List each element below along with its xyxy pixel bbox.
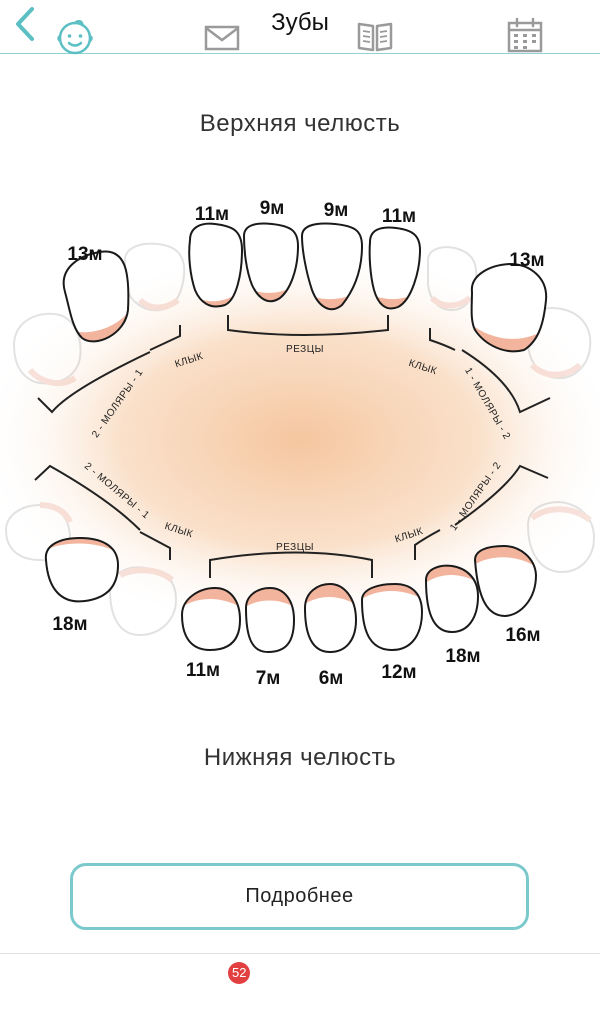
upper-age-6: 13м [509, 250, 544, 271]
lower-tooth-1[interactable] [40, 530, 122, 603]
upper-teeth [55, 222, 548, 355]
lower-age-2: 11м [186, 660, 220, 681]
upper-tooth-1[interactable] [55, 250, 135, 355]
upper-group-incisors: РЕЗЦЫ [286, 344, 324, 355]
upper-age-4: 9м [324, 200, 349, 221]
lower-age-4: 6м [319, 668, 344, 689]
lower-tooth-5[interactable] [360, 575, 424, 652]
upper-jaw-title: Верхняя челюсть [199, 110, 401, 137]
calendar-icon [507, 17, 543, 53]
upper-brackets [37, 315, 551, 414]
tab-baby[interactable] [50, 12, 100, 60]
upper-age-1: 13м [67, 244, 102, 265]
upper-tooth-2[interactable] [185, 222, 245, 315]
teeth-diagram: РЕЗЦЫ КЛЫК КЛЫК 2 - МОЛЯРЫ - 1 1 - МОЛЯР… [0, 198, 600, 689]
tab-messages[interactable] [197, 12, 247, 60]
envelope-icon [204, 25, 240, 51]
lower-teeth [40, 530, 538, 654]
messages-badge: 52 [228, 962, 251, 984]
lower-jaw-title: Нижняя челюсть [203, 744, 397, 771]
page-title: Зубы [271, 9, 329, 36]
lower-brackets [34, 464, 549, 578]
baby-face-icon [57, 20, 93, 55]
lower-tooth-4[interactable] [302, 576, 358, 654]
lower-age-6: 18м [445, 646, 480, 667]
header: Зубы [0, 0, 600, 54]
tab-calendar[interactable] [500, 12, 550, 60]
lower-age-5: 12м [381, 662, 416, 683]
lower-group-incisors: РЕЗЦЫ [276, 542, 314, 553]
upper-age-2: 11м [195, 204, 229, 225]
lower-tooth-3[interactable] [244, 580, 296, 654]
lower-tooth-6[interactable] [424, 558, 480, 634]
book-icon [357, 22, 393, 52]
lower-tooth-2[interactable] [180, 580, 242, 652]
upper-tooth-3[interactable] [240, 222, 300, 311]
tab-bar [0, 953, 600, 1027]
back-button[interactable] [6, 4, 50, 48]
more-button[interactable]: Подробнее [70, 863, 529, 930]
tab-articles[interactable] [350, 12, 400, 60]
upper-age-3: 9м [260, 198, 285, 219]
upper-tooth-4[interactable] [300, 222, 365, 321]
lower-age-7: 16м [505, 625, 540, 646]
upper-age-5: 11м [382, 206, 416, 227]
lower-age-3: 7м [256, 668, 281, 689]
chevron-left-icon [16, 7, 34, 41]
lower-age-1: 18м [52, 614, 87, 635]
